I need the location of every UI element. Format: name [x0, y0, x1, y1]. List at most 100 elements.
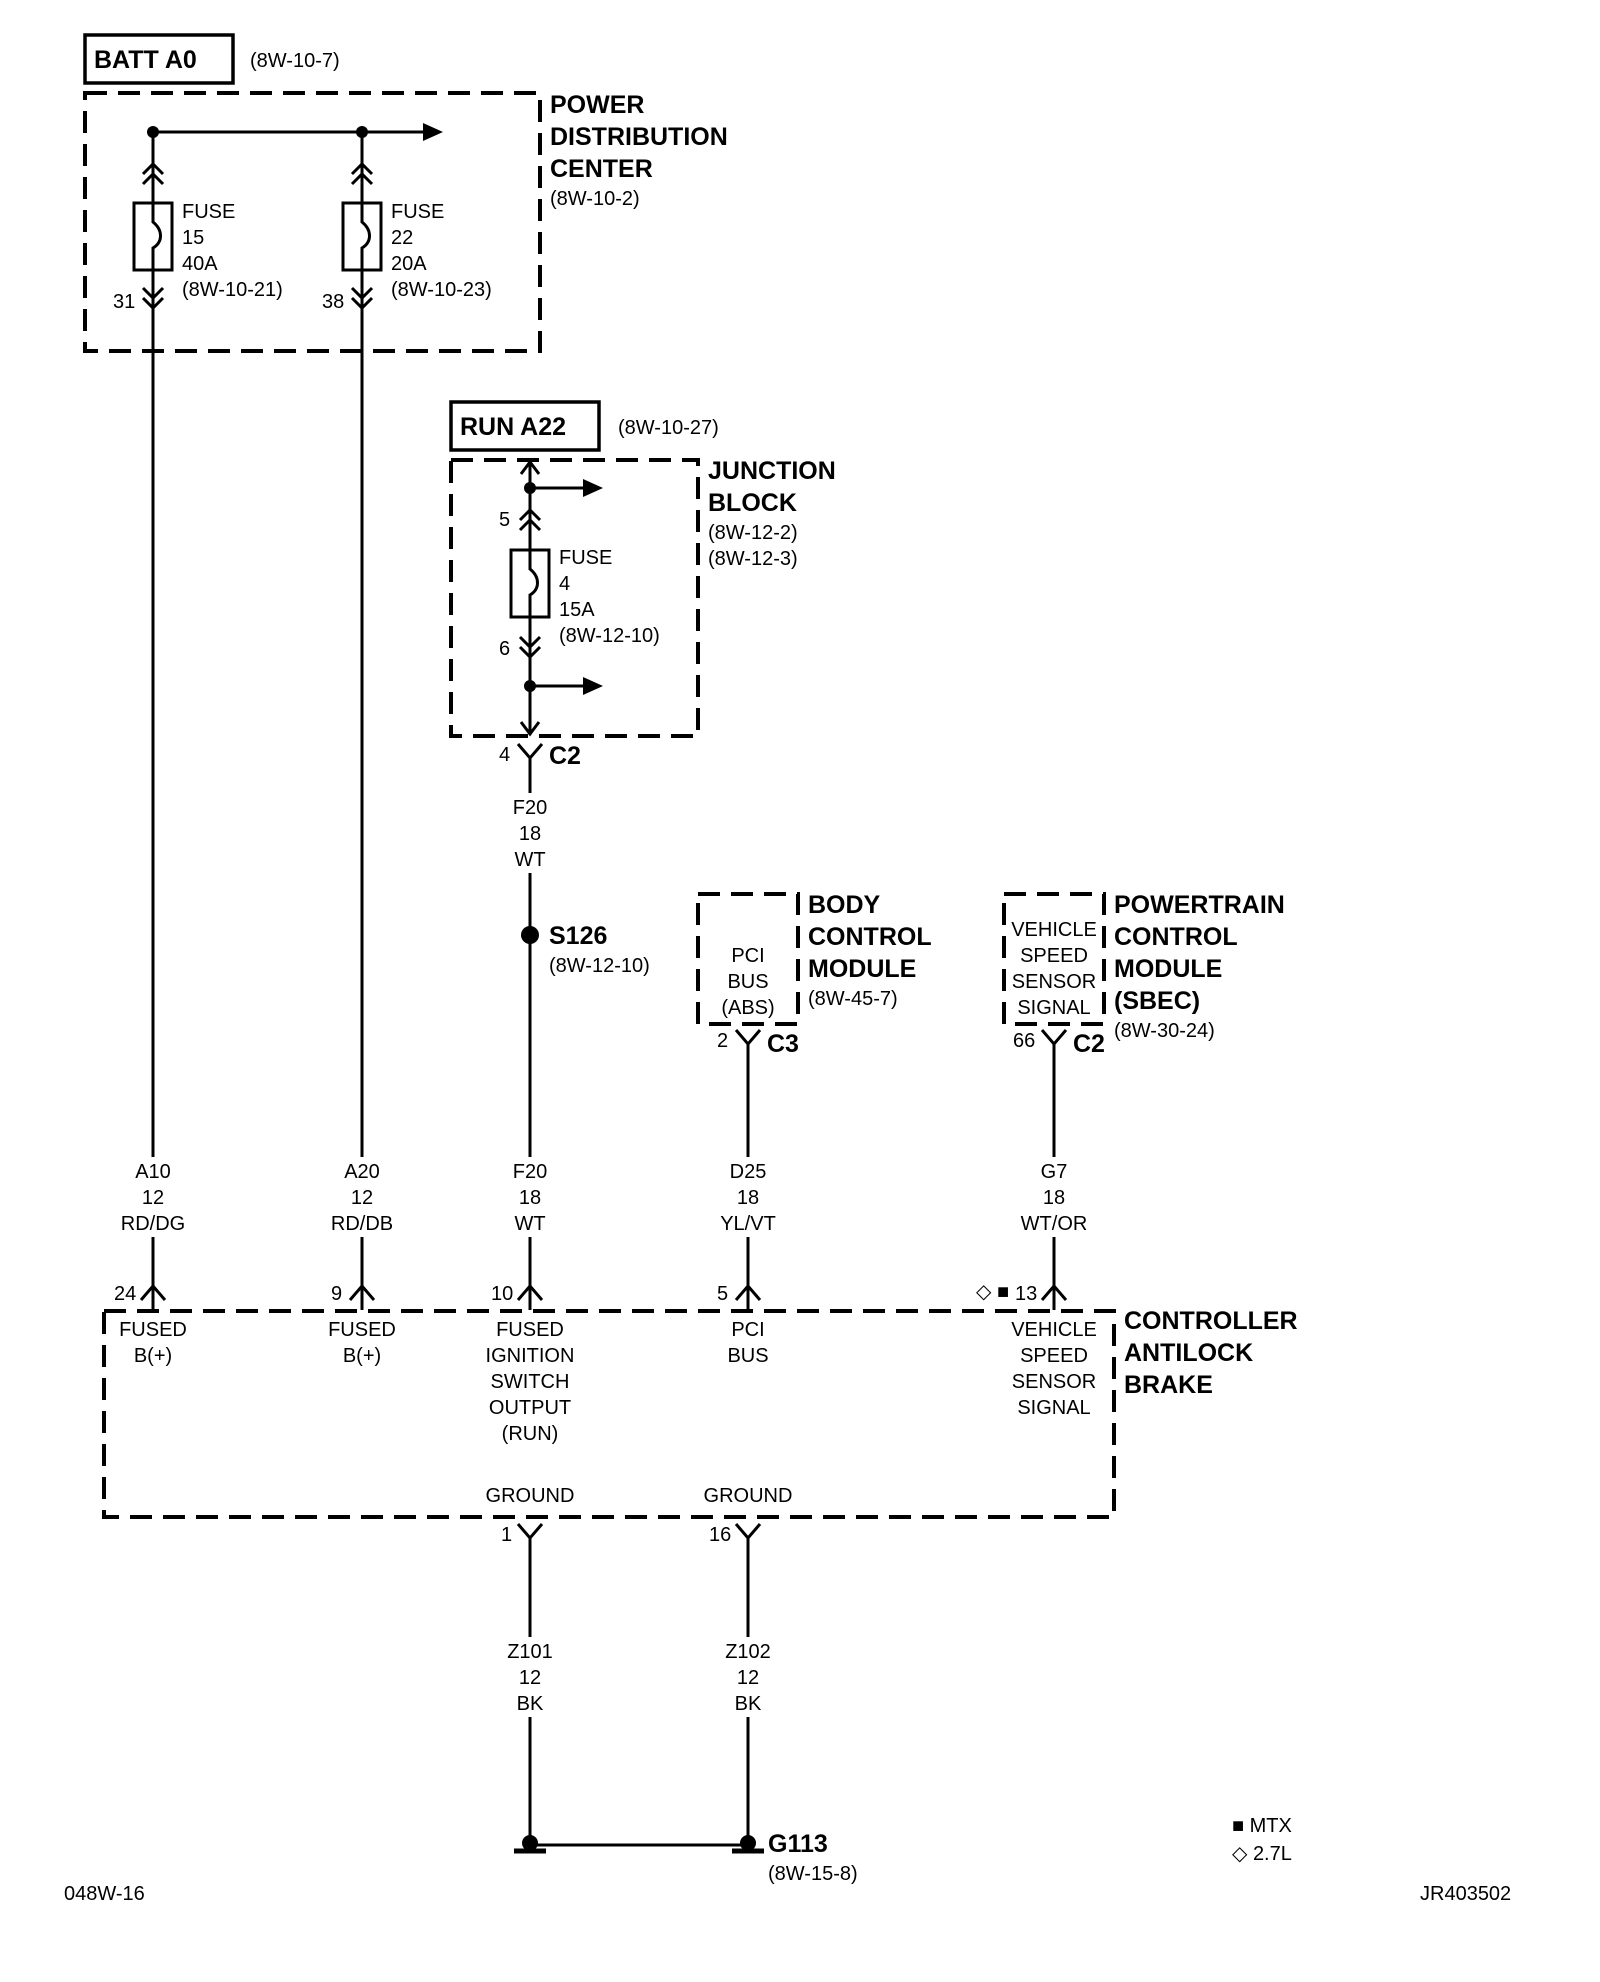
bcm-c3-name: C3: [767, 1030, 799, 1058]
f20-top-label-1: F20: [513, 797, 547, 819]
wire-a10-label-1: A10: [135, 1161, 171, 1183]
bcm-inner-2: BUS: [727, 971, 768, 993]
ground-eyelet-2: [740, 1835, 756, 1851]
fuse22-label-3: 20A: [391, 253, 427, 275]
wire-d25-label-3: YL/VT: [720, 1213, 776, 1235]
run-a22-label: RUN A22: [460, 413, 566, 441]
jb-c2-pin: 4: [499, 744, 510, 766]
fuse4-label-2: 4: [559, 573, 570, 595]
pcm-c2-connector: [1040, 1029, 1068, 1047]
fuse4-conn-bottom: [518, 635, 542, 650]
splice-s126: [521, 926, 539, 944]
bcm-name-line1: BODY: [808, 891, 881, 919]
wire-a10-label-3: RD/DG: [121, 1213, 185, 1235]
wire-a20-label-2: 12: [351, 1187, 373, 1209]
cab-pin-16-connector: [734, 1523, 762, 1541]
z101-label-bg: [505, 1637, 555, 1717]
fuse22-conn-top-2: [350, 171, 374, 186]
ground-eyelet-1: [522, 1835, 538, 1851]
cab-pin-1-connector: [516, 1523, 544, 1541]
cab-term-3-line1: FUSED: [496, 1319, 564, 1341]
splice-s126-ref: (8W-12-10): [549, 955, 650, 977]
jb-c2-connector: [516, 743, 544, 761]
fuse4-ref: (8W-12-10): [559, 625, 660, 647]
bcm-outline: [696, 892, 800, 1026]
fuse15-label-1: FUSE: [182, 201, 235, 223]
pcm-c2-pin: 66: [1013, 1030, 1035, 1052]
cab-term-1-line1: FUSED: [119, 1319, 187, 1341]
fuse22-ref: (8W-10-23): [391, 279, 492, 301]
fuse15-element: [151, 203, 162, 270]
cab-term-5-line4: SIGNAL: [1017, 1397, 1090, 1419]
bcm-inner-1: PCI: [731, 945, 764, 967]
fuse22-conn-top: [350, 161, 374, 176]
fuse15-conn-bottom: [141, 286, 165, 301]
wire-g7-label-2: 18: [1043, 1187, 1065, 1209]
z102-label-3: BK: [735, 1693, 762, 1715]
cab-pin-16: 16: [709, 1524, 731, 1546]
cab-term-2-line1: FUSED: [328, 1319, 396, 1341]
wire-d25-label-1: D25: [730, 1161, 767, 1183]
fuse15-label-3: 40A: [182, 253, 218, 275]
jb-c2-name: C2: [549, 742, 581, 770]
wire-f20-label-1: F20: [513, 1161, 547, 1183]
bcm-name-line3: MODULE: [808, 955, 916, 983]
fuse22-pin: 38: [322, 291, 344, 313]
fuse4-label-3: 15A: [559, 599, 595, 621]
pcm-name-line3: MODULE: [1114, 955, 1222, 983]
cab-term-5-line3: SENSOR: [1012, 1371, 1096, 1393]
legend-27l: ◇ 2.7L: [1232, 1843, 1292, 1865]
junction-block-name-line2: BLOCK: [708, 489, 797, 517]
fuse15-label-2: 15: [182, 227, 204, 249]
pcm-outline: [1002, 892, 1106, 1026]
pdc-name-line1: POWER: [550, 91, 644, 119]
fuse15-conn-top-2: [141, 171, 165, 186]
pdc-ref: (8W-10-2): [550, 188, 640, 210]
cab-pin-9: 9: [331, 1283, 342, 1305]
pcm-inner-2: SPEED: [1020, 945, 1088, 967]
ground-g113-ref: (8W-15-8): [768, 1863, 858, 1885]
pcm-inner-1: VEHICLE: [1011, 919, 1097, 941]
wire-a10-label-2: 12: [142, 1187, 164, 1209]
pcm-ref: (8W-30-24): [1114, 1020, 1215, 1042]
fuse22-conn-bottom: [350, 286, 374, 301]
cab-pin-13: 13: [1015, 1283, 1037, 1305]
cab-pin-13-option-marks: ◇ ■: [976, 1281, 1009, 1303]
jb-branch-top-arrow: [583, 479, 603, 497]
cab-pin-5: 5: [717, 1283, 728, 1305]
legend-mtx: ■ MTX: [1232, 1815, 1292, 1837]
cab-term-4-line1: PCI: [731, 1319, 764, 1341]
cab-term-4-line2: BUS: [727, 1345, 768, 1367]
junction-block-outline: [449, 458, 700, 738]
pcm-c2-name: C2: [1073, 1030, 1105, 1058]
z102-label-1: Z102: [725, 1641, 771, 1663]
junction-block-ref-2: (8W-12-3): [708, 548, 798, 570]
pcm-inner-4: SIGNAL: [1017, 997, 1090, 1019]
fuse22-label-1: FUSE: [391, 201, 444, 223]
wire-f20-label-2: 18: [519, 1187, 541, 1209]
fuse22-label-2: 22: [391, 227, 413, 249]
cab-ground-term-2: GROUND: [704, 1485, 793, 1507]
fuse15-ref: (8W-10-21): [182, 279, 283, 301]
jb-branch-bottom-arrow: [583, 677, 603, 695]
cab-ground-term-1: GROUND: [486, 1485, 575, 1507]
pdc-name-line3: CENTER: [550, 155, 653, 183]
batt-a0-ref: (8W-10-7): [250, 50, 340, 72]
fuse15-conn-top: [141, 161, 165, 176]
f20-top-label-2: 18: [519, 823, 541, 845]
bcm-ref: (8W-45-7): [808, 988, 898, 1010]
cab-name-line3: BRAKE: [1124, 1371, 1213, 1399]
cab-term-5-line2: SPEED: [1020, 1345, 1088, 1367]
cab-pin-1: 1: [501, 1524, 512, 1546]
bcm-c3-pin: 2: [717, 1030, 728, 1052]
junction-block-ref-1: (8W-12-2): [708, 522, 798, 544]
fuse4-conn-bottom-2: [518, 645, 542, 660]
cab-term-3-line5: (RUN): [502, 1423, 559, 1445]
f20-top-label-bg: [508, 793, 552, 873]
fuse15-pin: 31: [113, 291, 135, 313]
cab-term-3-line3: SWITCH: [491, 1371, 570, 1393]
fuse4-pin-in: 5: [499, 509, 510, 531]
z101-label-3: BK: [517, 1693, 544, 1715]
cab-outline: [102, 1309, 1116, 1519]
